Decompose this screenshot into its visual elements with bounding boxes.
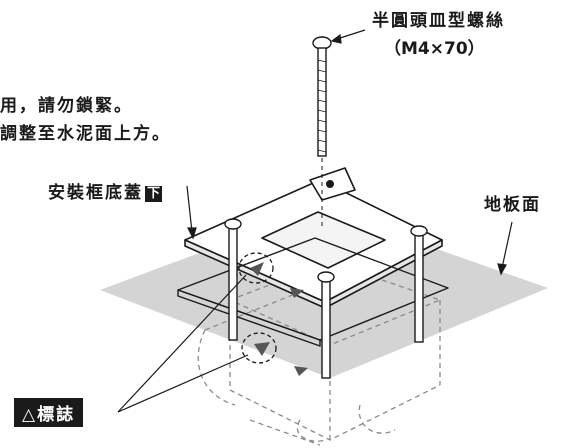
frame-plate: [177, 237, 449, 347]
vertical-screws: [224, 218, 428, 379]
box-cover-badge: 下: [145, 186, 163, 202]
screw-spec-label: （M4×70）: [384, 39, 485, 59]
floor-surface-label: 地板面: [484, 195, 541, 215]
box-cover-label: 安裝框底蓋下: [48, 178, 163, 203]
instruction-line-2: 調整至水泥面上方。: [0, 124, 171, 144]
box-cover-label-text: 安裝框底蓋: [48, 183, 143, 203]
marker-highlight-circles: [238, 252, 277, 364]
marker-label: △標誌: [14, 398, 84, 427]
screw-name-label: 半圓頭皿型螺絲: [372, 11, 505, 31]
leader-lines: [117, 29, 513, 413]
triangle-markers: [250, 262, 308, 376]
pan-head-screw: [312, 36, 332, 157]
box-cover-plate: [184, 167, 443, 309]
instruction-line-1: 用，請勿鎖緊。: [0, 96, 133, 116]
